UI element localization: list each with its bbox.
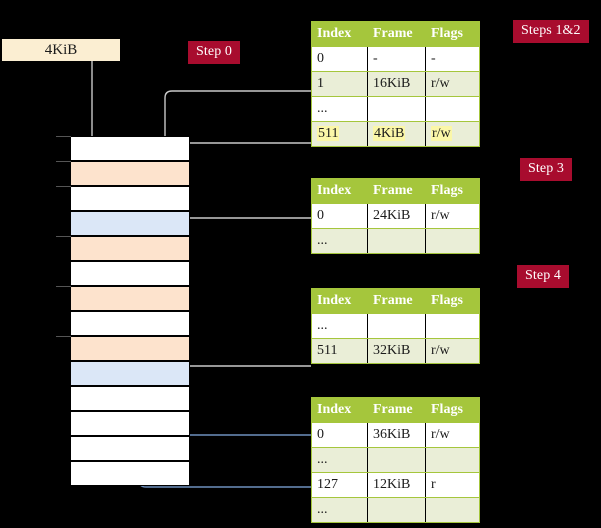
column-header-flags: Flags (425, 397, 480, 423)
memory-frame-row (70, 211, 190, 236)
table-row: 0-- (311, 46, 480, 72)
memory-tick-mark (56, 336, 71, 337)
cell-index: 127 (311, 472, 368, 498)
column-header-index: Index (311, 397, 368, 423)
cell-index: 511 (311, 338, 368, 364)
frame-size-label: 4KiB (44, 42, 78, 58)
memory-tick-mark (56, 186, 71, 187)
cell-frame (367, 497, 426, 523)
column-header-index: Index (311, 21, 368, 47)
cell-flags (425, 313, 480, 339)
column-header-index: Index (311, 178, 368, 204)
cell-flags: r/w (425, 71, 480, 97)
physical-memory-column (56, 136, 190, 486)
cell-frame: 12KiB (367, 472, 426, 498)
cell-frame: 32KiB (367, 338, 426, 364)
column-header-frame: Frame (367, 397, 426, 423)
cell-frame: 16KiB (367, 71, 426, 97)
table-row: ... (311, 313, 480, 339)
highlighted-value: r/w (431, 125, 452, 141)
cell-frame (367, 96, 426, 122)
step-badge-step0: Step 0 (188, 41, 240, 64)
column-header-frame: Frame (367, 21, 426, 47)
cell-frame: 24KiB (367, 203, 426, 229)
cell-flags: r/w (425, 338, 480, 364)
memory-frame-row (56, 161, 190, 186)
memory-frame-row (56, 286, 190, 311)
column-header-frame: Frame (367, 178, 426, 204)
cell-frame: 4KiB (367, 121, 426, 147)
column-header-flags: Flags (425, 288, 480, 314)
highlighted-value: 511 (317, 125, 340, 141)
cell-index: 1 (311, 71, 368, 97)
memory-frame-row (56, 186, 190, 211)
column-header-index: Index (311, 288, 368, 314)
table-row: ... (311, 497, 480, 523)
cell-frame (367, 228, 426, 254)
cell-index: ... (311, 447, 368, 473)
frame-size-tag: 4KiB (2, 39, 120, 61)
cell-index: ... (311, 497, 368, 523)
cell-index: 511 (311, 121, 368, 147)
memory-frame-row (56, 336, 190, 361)
memory-frame-row (70, 361, 190, 386)
table-row: ... (311, 447, 480, 473)
cell-index: 0 (311, 422, 368, 448)
cell-index: ... (311, 96, 368, 122)
memory-frame-row (70, 386, 190, 411)
column-header-flags: Flags (425, 178, 480, 204)
memory-tick-mark (56, 236, 71, 237)
highlighted-value: 4KiB (373, 125, 406, 141)
cell-frame: 36KiB (367, 422, 426, 448)
table-row: 511 4KiB r/w (311, 121, 480, 147)
cell-flags (425, 96, 480, 122)
step-badge-step4: Step 4 (517, 265, 569, 288)
cell-index: 0 (311, 203, 368, 229)
step-badge-steps12: Steps 1&2 (513, 20, 589, 43)
cell-flags: r/w (425, 203, 480, 229)
cell-flags: - (425, 46, 480, 72)
cell-index: 0 (311, 46, 368, 72)
cell-flags (425, 497, 480, 523)
cell-flags (425, 447, 480, 473)
cell-index: ... (311, 228, 368, 254)
memory-tick-mark (56, 161, 71, 162)
cell-frame (367, 313, 426, 339)
cell-frame: - (367, 46, 426, 72)
memory-tick-mark (56, 136, 71, 137)
memory-frame-row (70, 411, 190, 436)
memory-frame-row (70, 261, 190, 286)
cell-flags (425, 228, 480, 254)
memory-frame-row (70, 461, 190, 486)
memory-frame-row (56, 236, 190, 261)
table-row: ... (311, 96, 480, 122)
cell-flags: r/w (425, 121, 480, 147)
cell-flags: r/w (425, 422, 480, 448)
table-row: ... (311, 228, 480, 254)
memory-frame-row (56, 136, 190, 161)
memory-tick-mark (56, 286, 71, 287)
column-header-frame: Frame (367, 288, 426, 314)
cell-index: ... (311, 313, 368, 339)
memory-frame-row (70, 311, 190, 336)
step-badge-step3: Step 3 (520, 158, 572, 181)
cell-flags: r (425, 472, 480, 498)
cell-frame (367, 447, 426, 473)
column-header-flags: Flags (425, 21, 480, 47)
memory-frame-row (70, 436, 190, 461)
